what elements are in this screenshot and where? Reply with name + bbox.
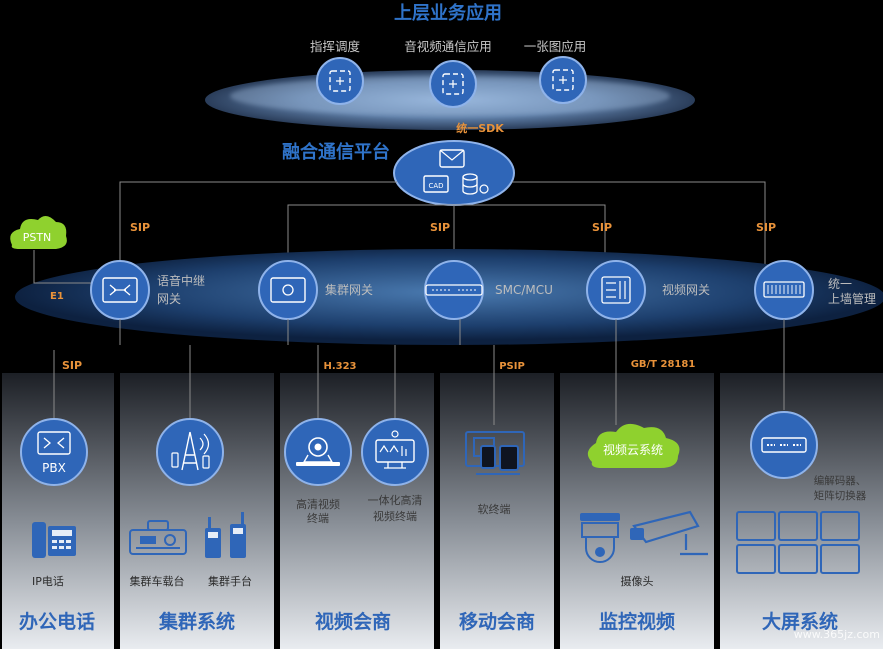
codec-node[interactable] bbox=[750, 411, 818, 479]
camera-label: 摄像头 bbox=[621, 574, 654, 588]
mobile-title: 移动会商 bbox=[459, 610, 535, 633]
pstn-line bbox=[33, 250, 95, 284]
ip-phone-icon bbox=[32, 522, 76, 558]
voice-gateway-label-2: 网关 bbox=[157, 292, 181, 306]
sip-label-1: SIP bbox=[130, 221, 150, 234]
monitor-title: 监控视频 bbox=[599, 610, 675, 633]
top-layer-title: 上层业务应用 bbox=[394, 2, 502, 24]
app-icon-av[interactable] bbox=[429, 60, 477, 108]
sip-label-2: SIP bbox=[430, 221, 450, 234]
soft-terminal-icon bbox=[465, 431, 525, 475]
hd-terminal-node[interactable] bbox=[284, 418, 352, 486]
platform-title: 融合通信平台 bbox=[282, 141, 390, 163]
pbx-node[interactable]: PBX bbox=[20, 418, 88, 486]
pstn-label: PSTN bbox=[23, 231, 52, 244]
platform-node[interactable]: CAD bbox=[393, 140, 515, 206]
app-icon-command[interactable] bbox=[316, 57, 364, 105]
trunk-tower-node[interactable] bbox=[156, 418, 224, 486]
sip-label-4: SIP bbox=[756, 221, 776, 234]
aio-terminal-label-1: 一体化高清 bbox=[368, 493, 423, 507]
wall-manage-node[interactable] bbox=[754, 260, 814, 320]
sdk-label: 统一SDK bbox=[456, 121, 504, 135]
voice-gateway-node[interactable] bbox=[90, 260, 150, 320]
gbt-label: GB/T 28181 bbox=[631, 359, 696, 370]
video-gateway-label: 视频网关 bbox=[662, 282, 710, 297]
watermark: www.365jz.com bbox=[794, 628, 880, 641]
video-title: 视频会商 bbox=[315, 610, 391, 633]
wall-manage-label-2: 上墙管理 bbox=[828, 291, 876, 306]
psip-label: PSIP bbox=[499, 361, 525, 372]
hd-terminal-label-1: 高清视频 bbox=[296, 497, 340, 511]
app-label-command: 指挥调度 bbox=[310, 39, 361, 54]
pstn-cloud[interactable]: PSTN bbox=[10, 215, 67, 249]
sip-label-5: SIP bbox=[62, 359, 82, 372]
trunk-gateway-label: 集群网关 bbox=[325, 282, 373, 297]
sip-label-3: SIP bbox=[592, 221, 612, 234]
car-radio-label: 集群车载台 bbox=[130, 574, 185, 588]
app-label-av: 音视频通信应用 bbox=[404, 39, 492, 54]
cad-label: CAD bbox=[428, 182, 443, 190]
dome-camera-icon bbox=[580, 513, 620, 563]
ip-phone-label: IP电话 bbox=[32, 575, 64, 588]
e1-label: E1 bbox=[50, 291, 64, 302]
video-wall-icon bbox=[736, 511, 860, 574]
aio-terminal-label-2: 视频终端 bbox=[373, 509, 417, 523]
lower-connectors bbox=[53, 319, 785, 425]
platform-connectors bbox=[119, 181, 766, 265]
app-label-map: 一张图应用 bbox=[524, 39, 587, 54]
aio-terminal-node[interactable] bbox=[361, 418, 429, 486]
bullet-camera-icon bbox=[630, 510, 708, 556]
codec-label-1: 编解码器、 bbox=[814, 474, 867, 487]
codec-label-2: 矩阵切换器 bbox=[814, 489, 867, 502]
screen-title: 大屏系统 bbox=[762, 610, 838, 633]
car-radio-icon bbox=[129, 520, 187, 555]
system-panels bbox=[2, 373, 883, 649]
video-cloud[interactable]: 视频云系统 bbox=[587, 423, 680, 468]
video-gateway-node[interactable] bbox=[586, 260, 646, 320]
handheld-radio-icon bbox=[205, 512, 246, 558]
wall-manage-label-1: 统一 bbox=[828, 277, 852, 291]
hd-terminal-label-2: 终端 bbox=[307, 511, 329, 525]
trunk-gateway-node[interactable] bbox=[258, 260, 318, 320]
h323-label: H.323 bbox=[323, 361, 356, 372]
pbx-label: PBX bbox=[42, 461, 66, 475]
hand-radio-label: 集群手台 bbox=[208, 574, 252, 588]
app-icon-map[interactable] bbox=[539, 56, 587, 104]
video-cloud-label: 视频云系统 bbox=[603, 442, 663, 457]
trunk-title: 集群系统 bbox=[158, 610, 235, 633]
office-title: 办公电话 bbox=[19, 610, 95, 633]
smc-mcu-node[interactable] bbox=[424, 260, 484, 320]
smc-mcu-label: SMC/MCU bbox=[495, 283, 553, 297]
soft-terminal-label: 软终端 bbox=[478, 502, 511, 516]
voice-gateway-label-1: 语音中继 bbox=[157, 273, 205, 288]
